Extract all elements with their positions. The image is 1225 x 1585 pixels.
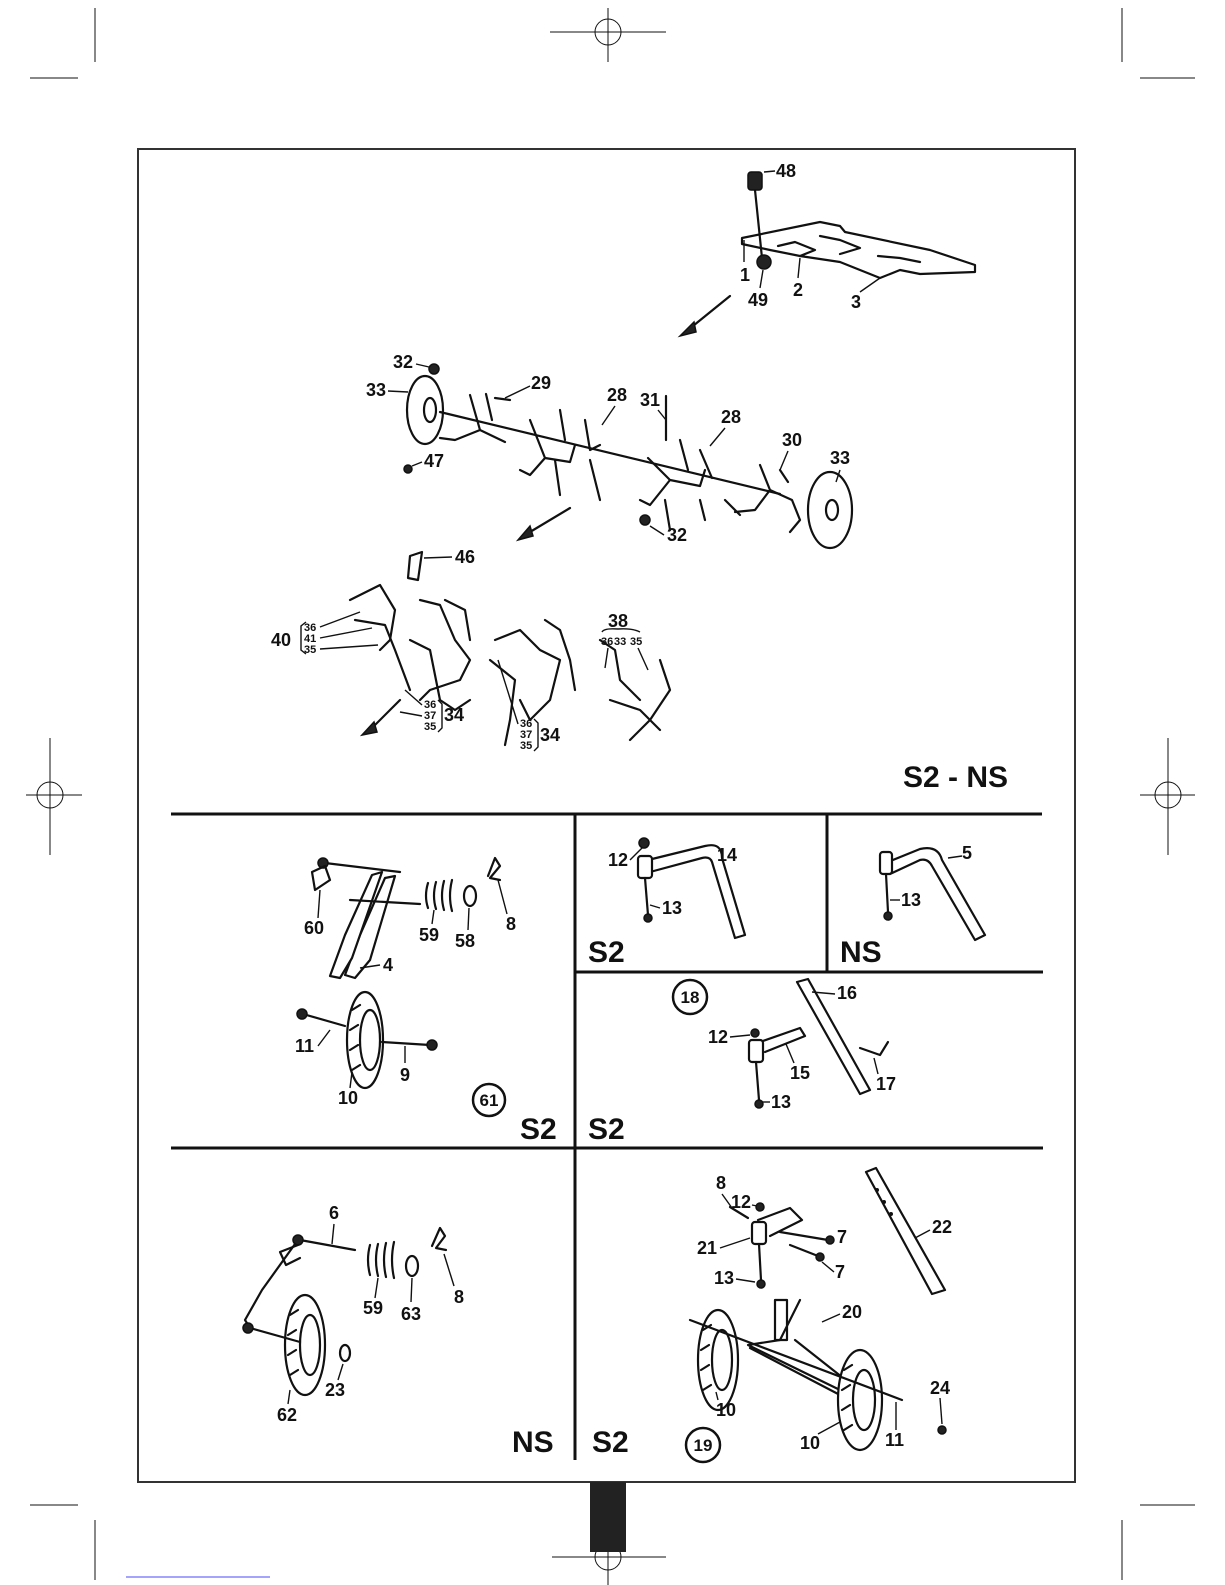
label-10-bottomright-a: 10 (716, 1400, 736, 1420)
label-13-bottomright: 13 (714, 1268, 734, 1288)
label-40-35: 35 (304, 644, 316, 656)
label-49: 49 (748, 290, 768, 310)
label-47: 47 (424, 451, 444, 471)
label-34b: 34 (540, 725, 560, 745)
label-31: 31 (640, 390, 660, 410)
label-16: 16 (837, 983, 857, 1003)
label-38: 38 (608, 611, 628, 631)
label-46: 46 (455, 547, 475, 567)
label-11-bottomright: 11 (885, 1430, 904, 1450)
label-34b-35: 35 (520, 740, 532, 752)
label-13-midcenter: 13 (662, 898, 682, 918)
label-8-bottomleft: 8 (454, 1287, 464, 1307)
top-section: 48 1 49 2 3 32 33 29 28 31 28 30 33 47 3… (271, 161, 1008, 794)
label-63: 63 (401, 1304, 421, 1324)
label-38-33: 33 (614, 636, 626, 648)
label-20: 20 (842, 1302, 862, 1322)
label-33-left: 33 (366, 380, 386, 400)
mid-lower-right-section: 18 16 12 15 17 13 S2 (588, 979, 896, 1146)
label-62: 62 (277, 1405, 297, 1425)
label-30: 30 (782, 430, 802, 450)
wheel-support-drawing (297, 858, 500, 1088)
label-28-right: 28 (721, 407, 741, 427)
label-38-35: 35 (630, 636, 642, 648)
section-code-midlowerright: S2 (588, 1113, 625, 1146)
label-10-midleft: 10 (338, 1088, 358, 1108)
mid-right-section: 5 13 NS (840, 843, 985, 969)
label-28-left: 28 (607, 385, 627, 405)
label-13-lowerright: 13 (771, 1092, 791, 1112)
mid-center-section: 12 14 13 S2 (588, 838, 745, 969)
circled-18: 18 (681, 988, 700, 1007)
label-32-top: 32 (393, 352, 413, 372)
section-code-midcenter: S2 (588, 936, 625, 969)
section-code-top: S2 - NS (903, 761, 1008, 794)
label-2: 2 (793, 280, 803, 300)
tiller-rotor-drawing (404, 364, 852, 548)
label-6: 6 (329, 1203, 339, 1223)
label-21: 21 (697, 1238, 717, 1258)
label-12-bottomright: 12 (731, 1192, 751, 1212)
label-7-top: 7 (837, 1227, 847, 1247)
tines-drawing (350, 552, 670, 745)
label-11-midleft: 11 (295, 1036, 314, 1056)
label-9: 9 (400, 1065, 410, 1085)
circled-19: 19 (694, 1436, 713, 1455)
label-60: 60 (304, 918, 324, 938)
label-8-bottomright: 8 (716, 1173, 726, 1193)
label-5: 5 (962, 843, 972, 863)
label-12-lowerright: 12 (708, 1027, 728, 1047)
label-48: 48 (776, 161, 796, 181)
bottom-right-section: 8 12 7 21 7 22 13 20 24 10 10 11 19 S2 (592, 1168, 952, 1462)
label-59: 59 (419, 925, 439, 945)
label-58: 58 (455, 931, 475, 951)
section-code-midleft: S2 (520, 1113, 557, 1146)
label-13-midright: 13 (901, 890, 921, 910)
bottom-left-section: 6 59 63 8 23 62 NS (243, 1203, 554, 1459)
label-10-bottomright-b: 10 (800, 1433, 820, 1453)
label-32-bottom: 32 (667, 525, 687, 545)
section-code-bottomleft: NS (512, 1426, 554, 1459)
label-7-bottom: 7 (835, 1262, 845, 1282)
section-code-bottomright: S2 (592, 1426, 629, 1459)
label-29: 29 (531, 373, 551, 393)
label-1: 1 (740, 265, 750, 285)
shield-plate-drawing (680, 172, 975, 336)
label-22: 22 (932, 1217, 952, 1237)
registration-marks (26, 8, 1195, 1585)
label-8-midleft: 8 (506, 914, 516, 934)
label-34a: 34 (444, 705, 464, 725)
label-12-midcenter: 12 (608, 850, 628, 870)
label-38-36: 36 (601, 636, 613, 648)
label-24: 24 (930, 1378, 950, 1398)
label-3: 3 (851, 292, 861, 312)
label-59-bottom: 59 (363, 1298, 383, 1318)
label-17: 17 (876, 1074, 896, 1094)
label-15: 15 (790, 1063, 810, 1083)
label-40: 40 (271, 630, 291, 650)
mid-left-section: 60 59 58 8 4 11 10 9 61 S2 (295, 858, 557, 1146)
label-14: 14 (717, 845, 737, 865)
page-tab (590, 1482, 626, 1552)
label-23: 23 (325, 1380, 345, 1400)
label-33-right: 33 (830, 448, 850, 468)
section-code-midright: NS (840, 936, 882, 969)
label-34a-35: 35 (424, 721, 436, 733)
label-4: 4 (383, 955, 393, 975)
circled-61: 61 (480, 1091, 499, 1110)
